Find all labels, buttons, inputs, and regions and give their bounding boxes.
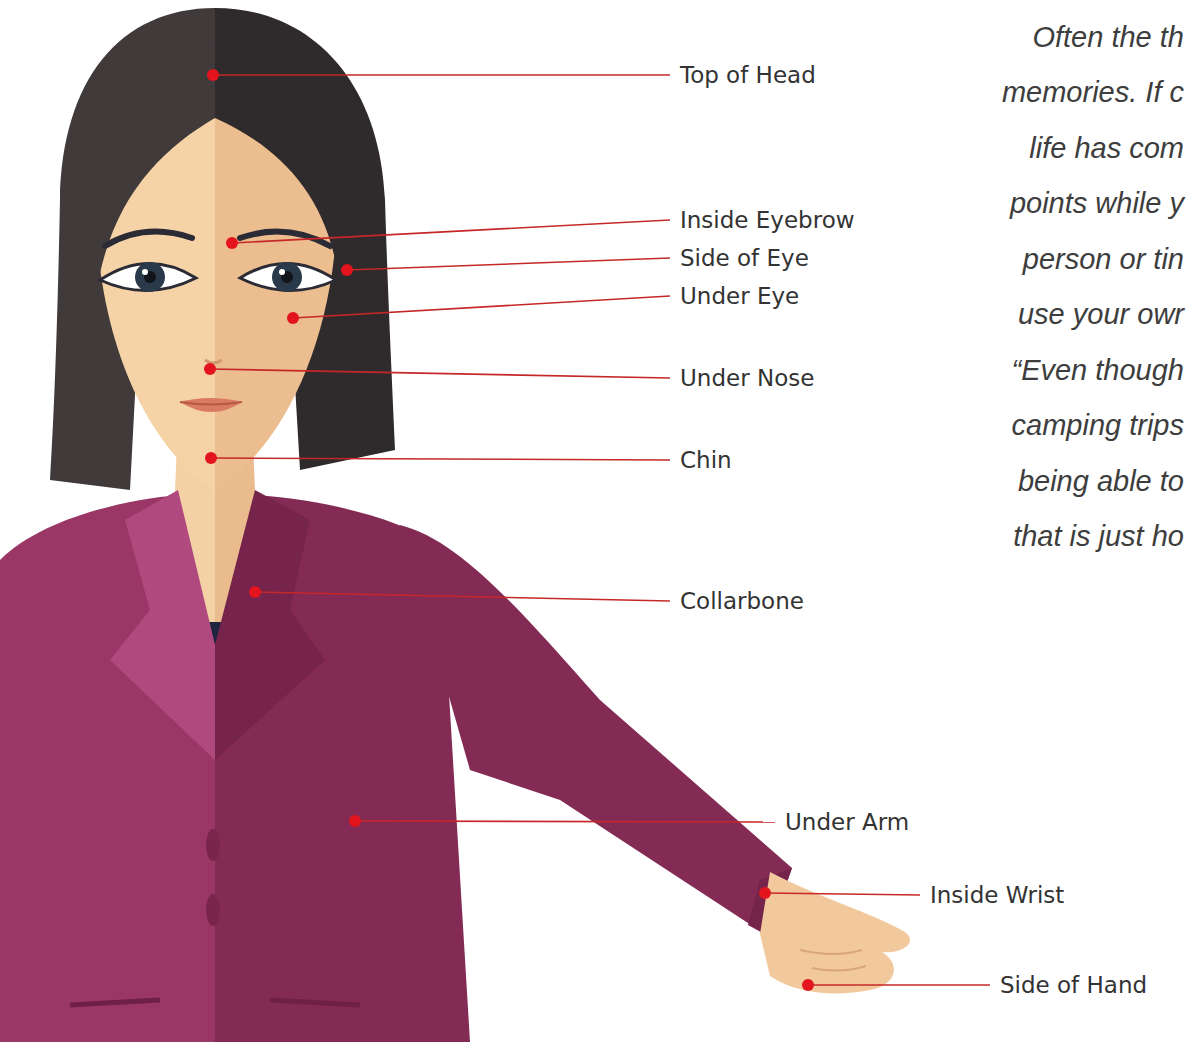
leader-line — [210, 369, 670, 378]
eye-highlight — [279, 269, 285, 275]
leader-line — [255, 592, 670, 601]
point-label: Side of Eye — [680, 245, 809, 271]
lapel — [110, 490, 215, 760]
eyebrow — [105, 232, 192, 246]
point-dot — [759, 887, 771, 899]
quote-text: that is just ho — [1013, 520, 1184, 553]
lapel — [215, 490, 325, 760]
point-dot — [802, 979, 814, 991]
iris — [135, 262, 165, 292]
point-dot — [349, 815, 361, 827]
pocket — [70, 1000, 360, 1005]
point-dot — [226, 237, 238, 249]
hand — [760, 872, 910, 993]
iris — [272, 262, 302, 292]
point-label: Side of Hand — [1000, 972, 1147, 998]
quote-text: points while y — [1010, 187, 1184, 220]
point-label: Inside Wrist — [930, 882, 1064, 908]
quote-text: use your owr — [1018, 298, 1184, 331]
point-dot — [207, 69, 219, 81]
point-dot — [287, 312, 299, 324]
point-dot — [205, 452, 217, 464]
hair-bangs — [78, 40, 215, 295]
point-label: Under Eye — [680, 283, 799, 309]
quote-text: being able to — [1018, 465, 1184, 498]
point-label: Chin — [680, 447, 732, 473]
lips — [180, 398, 242, 412]
quote-text: camping trips — [1012, 409, 1184, 442]
quote-text: Often the th — [1032, 21, 1184, 54]
point-label: Under Arm — [785, 809, 909, 835]
point-dot — [204, 363, 216, 375]
leader-line — [211, 458, 670, 460]
leader-line — [808, 984, 990, 986]
leader-line — [213, 74, 670, 76]
lip-line — [180, 402, 242, 405]
point-label: Inside Eyebrow — [680, 207, 855, 233]
quote-text: memories. If c — [1002, 76, 1184, 109]
quote-text: person or tin — [1023, 243, 1184, 276]
eye-highlight — [142, 269, 148, 275]
nose — [205, 360, 222, 363]
point-dot — [341, 264, 353, 276]
palm-lines — [800, 950, 866, 971]
point-label: Under Nose — [680, 365, 814, 391]
point-label: Top of Head — [680, 62, 816, 88]
button — [206, 829, 220, 861]
point-dot — [249, 586, 261, 598]
leader-line — [355, 821, 775, 822]
quote-text: “Even though — [1011, 354, 1184, 387]
quote-text: life has com — [1029, 132, 1184, 165]
leader-line — [232, 220, 670, 243]
leader-line — [347, 258, 670, 270]
leader-line — [765, 893, 920, 895]
point-label: Collarbone — [680, 588, 804, 614]
button — [206, 894, 220, 926]
leader-lines — [210, 75, 990, 985]
leader-line — [293, 296, 670, 318]
